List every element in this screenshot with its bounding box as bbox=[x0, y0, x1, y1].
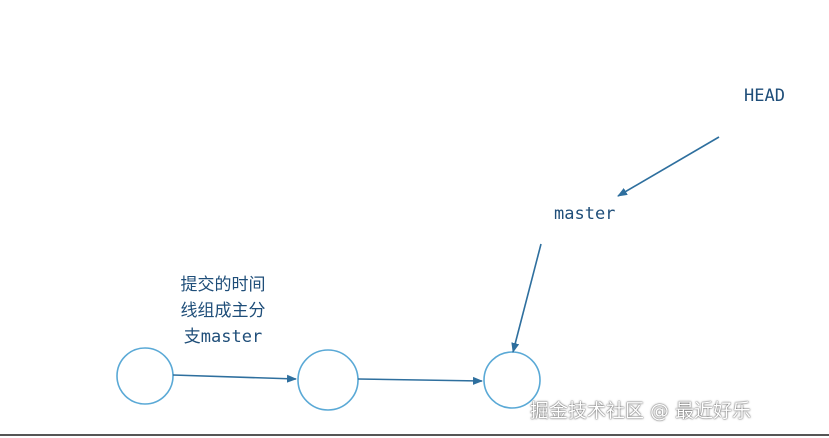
master-branch-label: master bbox=[554, 204, 616, 224]
caption-line-1: 提交的时间 bbox=[180, 275, 266, 295]
watermark: 掘金技术社区 @ 最近好乐 bbox=[530, 400, 752, 422]
caption-line-3: 支master bbox=[183, 327, 263, 347]
arrow-master-to-commit3 bbox=[511, 243, 542, 353]
arrow-head-to-master bbox=[617, 136, 720, 197]
arrow-commit2-to-commit3 bbox=[357, 376, 483, 385]
head-pointer-label: HEAD bbox=[744, 86, 785, 106]
commit-node-2 bbox=[297, 349, 359, 411]
timeline-caption: 提交的时间 线组成主分 支master bbox=[168, 272, 278, 350]
bottom-divider bbox=[0, 434, 829, 436]
arrow-commit1-to-commit2 bbox=[172, 374, 297, 383]
caption-line-2: 线组成主分 bbox=[180, 301, 266, 321]
commit-node-1 bbox=[116, 347, 174, 405]
